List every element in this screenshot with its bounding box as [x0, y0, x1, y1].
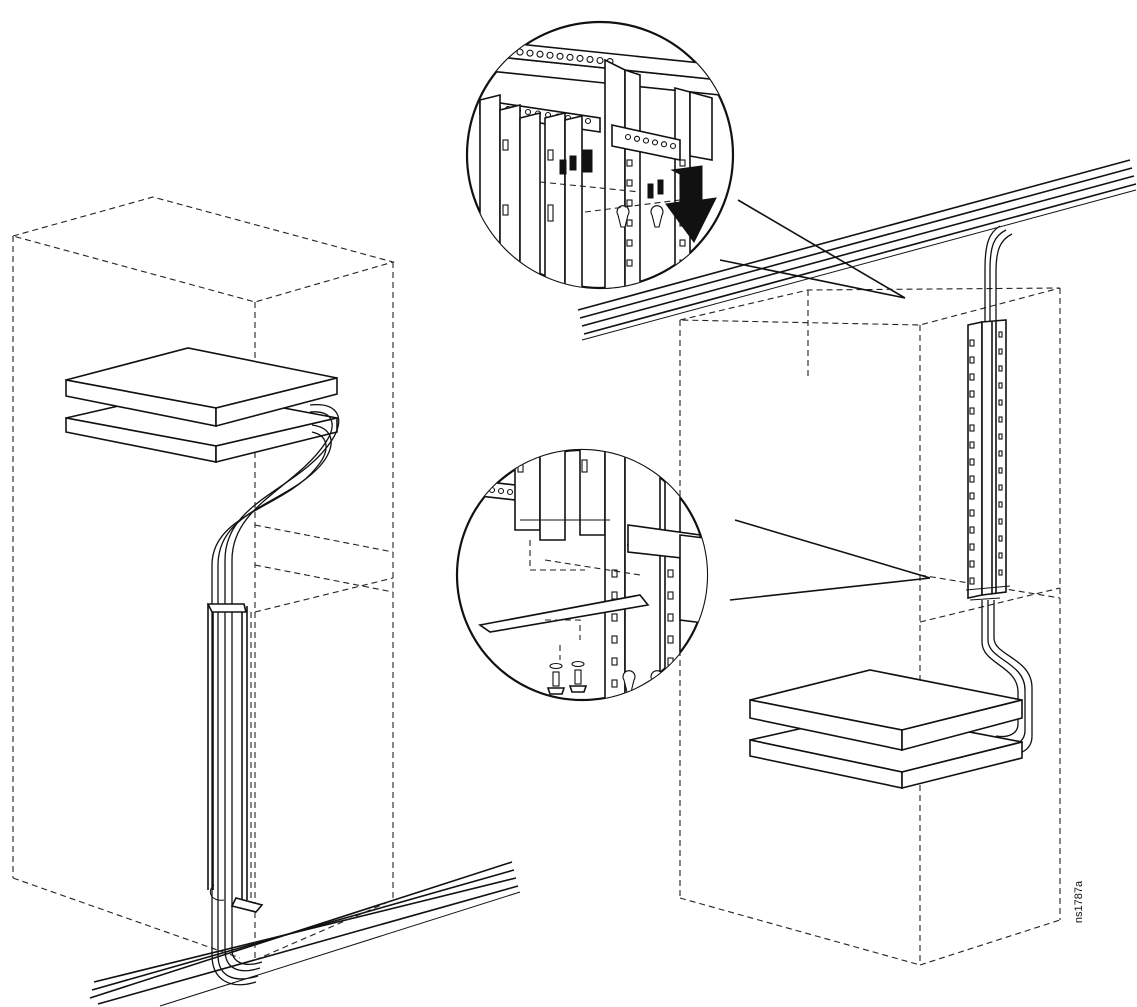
rail-hole: [506, 47, 514, 55]
figure-id-label: ns1787a: [1073, 880, 1085, 924]
rail-hole: [524, 108, 532, 116]
rail-hole: [596, 56, 604, 65]
rail-hole: [584, 117, 592, 125]
rail-hole: [660, 141, 668, 148]
rail-hole: [998, 382, 1003, 389]
rail-hole: [969, 356, 975, 364]
right-lower-cables: [981, 600, 1033, 756]
rail-hole: [969, 526, 975, 534]
rail-hole: [611, 591, 618, 600]
rail-hole: [626, 199, 633, 207]
rail-hole: [651, 139, 659, 146]
rail-hole: [669, 142, 677, 150]
rail-hole: [969, 577, 975, 585]
rail-hole: [998, 348, 1003, 355]
rail-hole: [998, 569, 1003, 576]
rail-hole: [626, 159, 633, 167]
rail-hole: [679, 239, 686, 247]
rail-hole: [479, 485, 487, 493]
right-vertical-rail: [965, 319, 1011, 601]
rail-hole: [611, 635, 618, 644]
rail-hole: [969, 509, 975, 517]
rail-hole: [998, 450, 1003, 457]
rail-hole: [969, 390, 975, 398]
rail-hole: [626, 219, 633, 227]
rail-hole: [969, 475, 975, 483]
rail-hole: [526, 49, 534, 57]
rail-hole: [633, 135, 641, 142]
rail-hole: [998, 331, 1003, 338]
rail-hole: [998, 518, 1003, 525]
rail-hole: [998, 416, 1003, 423]
rail-hole: [969, 441, 975, 449]
rail-hole: [969, 543, 975, 551]
rail-hole: [629, 450, 637, 459]
bottom-detail-magnifier: [455, 448, 931, 702]
floor-cable-tray: [89, 861, 521, 1007]
rail-hole: [969, 339, 975, 347]
rail-hole: [667, 569, 674, 578]
left-cable-manager: [206, 603, 264, 913]
rail-hole: [626, 179, 633, 187]
rail-hole: [566, 53, 574, 61]
rail-hole: [998, 399, 1003, 406]
rail-hole: [998, 365, 1003, 372]
rail-hole: [998, 552, 1003, 559]
left-cables: [211, 404, 340, 986]
rail-hole: [611, 613, 618, 622]
rail-hole: [546, 51, 554, 59]
left-device-stack: [65, 347, 338, 464]
rail-hole: [586, 55, 594, 64]
rail-hole: [969, 373, 975, 381]
right-overhead-cables: [984, 225, 1013, 322]
rail-hole: [998, 484, 1003, 491]
rail-hole: [667, 591, 674, 600]
rail-hole: [667, 679, 674, 688]
rail-hole: [497, 487, 505, 495]
rail-hole: [642, 137, 650, 144]
rail-hole: [470, 484, 478, 492]
rail-hole: [496, 46, 504, 54]
rail-hole: [641, 450, 649, 459]
down-arrow-icon: [665, 165, 717, 243]
rail-hole: [576, 54, 584, 62]
rail-hole: [969, 407, 975, 415]
overhead-cable-tray: [577, 159, 1137, 341]
rail-hole: [626, 239, 633, 247]
rail-hole: [667, 635, 674, 644]
rail-hole: [611, 657, 618, 666]
rail-hole: [679, 159, 686, 167]
rail-hole: [667, 613, 674, 622]
rail-hole: [998, 535, 1003, 542]
rail-hole: [969, 424, 975, 432]
right-cabinet-outline: [679, 287, 1061, 966]
top-detail-magnifier: [465, 20, 906, 299]
rail-hole: [536, 50, 544, 58]
rail-hole: [506, 488, 514, 496]
rail-hole: [998, 501, 1003, 508]
rail-hole: [516, 48, 524, 56]
rail-hole: [969, 492, 975, 500]
rail-hole: [626, 259, 633, 267]
rail-hole: [611, 679, 618, 688]
rail-hole: [624, 133, 632, 141]
rail-hole: [611, 569, 618, 578]
rail-hole: [653, 450, 661, 459]
left-cabinet-outline: [10, 196, 396, 961]
rail-hole: [969, 560, 975, 568]
rail-hole: [969, 458, 975, 466]
rail-hole: [998, 467, 1003, 474]
rail-hole: [556, 52, 564, 60]
right-device-stack: [749, 669, 1023, 790]
rail-hole: [998, 433, 1003, 440]
